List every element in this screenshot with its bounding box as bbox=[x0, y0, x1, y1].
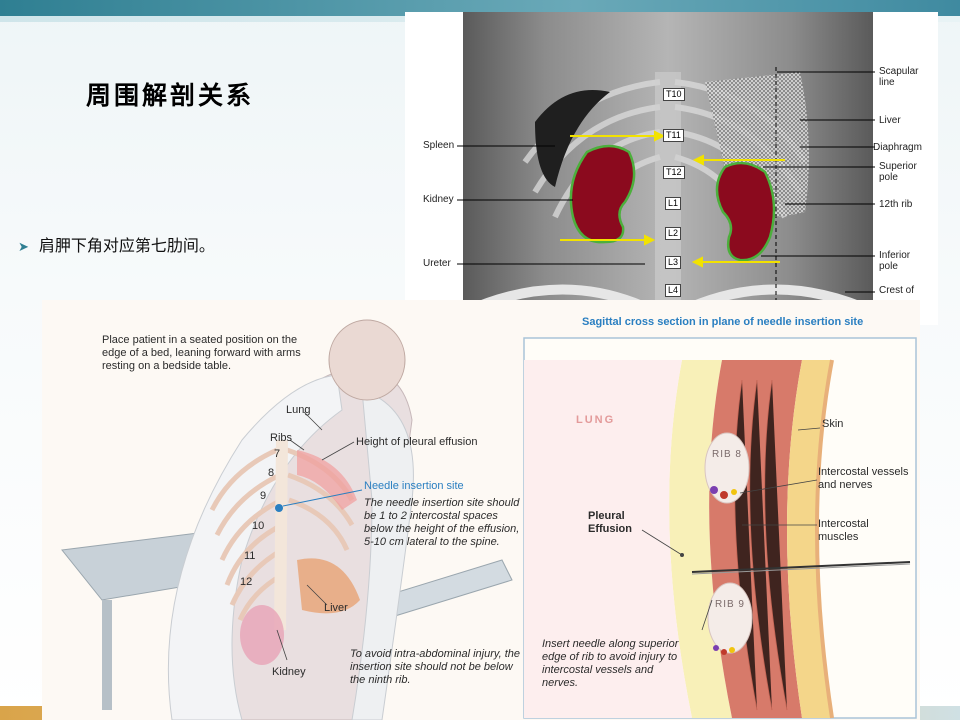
xray-figure: T10 T11 T12 L1 L2 L3 L4 Spleen Kidney Ur… bbox=[405, 12, 938, 325]
positioning-instruction: Place patient in a seated position on th… bbox=[102, 334, 301, 372]
ureter-label: Ureter bbox=[423, 258, 451, 269]
cross-section-lung-label: LUNG bbox=[576, 414, 616, 426]
rib-number: 7 bbox=[274, 448, 281, 460]
rib-number: 10 bbox=[252, 520, 265, 532]
rib-number: 8 bbox=[268, 467, 275, 479]
vertebra-label: T12 bbox=[663, 166, 685, 179]
illustration-art bbox=[61, 319, 917, 720]
kidney-label: Kidney bbox=[272, 666, 306, 678]
diaphragm-label: Diaphragm bbox=[873, 142, 922, 153]
scapular-line-label: Scapular line bbox=[879, 66, 919, 88]
bullet-item: ➤ 肩胛下角对应第七肋间。 bbox=[18, 232, 215, 256]
liver-label: Liver bbox=[324, 602, 348, 614]
bullet-text: 肩胛下角对应第七肋间。 bbox=[38, 236, 215, 255]
rib-number: 9 bbox=[260, 490, 267, 502]
intercostal-vessels-label: Intercostal vessels and nerves bbox=[818, 466, 909, 491]
needle-site-description: The needle insertion site should be 1 to… bbox=[364, 497, 520, 548]
vertebra-label: L3 bbox=[665, 256, 682, 269]
crest-label: Crest of bbox=[879, 285, 915, 296]
cross-section-title: Sagittal cross section in plane of needl… bbox=[582, 316, 864, 328]
needle-site-label: Needle insertion site bbox=[364, 480, 464, 492]
vertebra-label: L4 bbox=[665, 284, 682, 297]
skin-label: Skin bbox=[822, 418, 844, 430]
needle-insertion-note: Insert needle along superior edge of rib… bbox=[542, 638, 679, 689]
vertebra-label: T11 bbox=[663, 129, 684, 142]
rib-number: 11 bbox=[244, 550, 256, 562]
intercostal-muscles-label: Intercostal muscles bbox=[818, 518, 869, 543]
inferior-pole-label: Inferior pole bbox=[879, 250, 911, 272]
effusion-height-label: Height of pleural effusion bbox=[356, 436, 478, 448]
left-kidney-shape bbox=[569, 144, 636, 244]
right-kidney-shape bbox=[715, 161, 776, 262]
twelfth-rib-label: 12th rib bbox=[879, 199, 913, 210]
pleural-effusion-label: Pleural Effusion bbox=[588, 510, 632, 535]
lung-label: Lung bbox=[286, 404, 311, 416]
bullet-arrow-icon: ➤ bbox=[18, 240, 29, 255]
superior-pole-label: Superior pole bbox=[879, 161, 917, 183]
kidney-label: Kidney bbox=[423, 194, 454, 205]
thoracentesis-illustration: Place patient in a seated position on th… bbox=[42, 300, 920, 720]
slide-title: 周围解剖关系 bbox=[86, 81, 255, 110]
spleen-label: Spleen bbox=[423, 140, 455, 151]
vertebra-label: L2 bbox=[665, 227, 682, 240]
vertebra-label: L1 bbox=[665, 197, 682, 210]
ribs-label: Ribs bbox=[270, 432, 293, 444]
rib-number: 12 bbox=[240, 576, 253, 588]
vertebra-label: T10 bbox=[663, 88, 685, 101]
rib8-label: RIB 8 bbox=[711, 449, 742, 460]
avoid-injury-note: To avoid intra-abdominal injury, the ins… bbox=[350, 648, 520, 686]
rib9-label: RIB 9 bbox=[714, 599, 745, 610]
liver-label: Liver bbox=[879, 115, 901, 126]
